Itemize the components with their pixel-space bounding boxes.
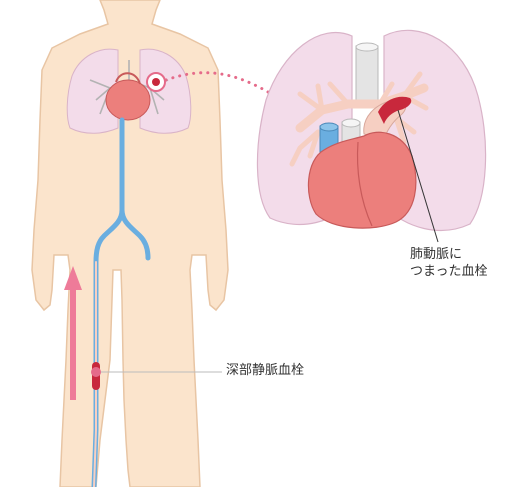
callout-dotted-line <box>164 71 270 94</box>
pe-label-line-2: つまった血栓 <box>410 264 488 279</box>
dvt-marker-dot <box>91 367 101 377</box>
leg-vein-inner <box>93 261 97 487</box>
pe-clot <box>378 96 412 124</box>
up-arrow-icon <box>64 266 82 400</box>
vein-system <box>91 117 151 487</box>
small-left-lung <box>66 48 119 134</box>
dvt-clot <box>91 362 222 390</box>
pe-label-line-1: 肺動脈に <box>410 247 463 262</box>
small-right-lung <box>139 48 192 134</box>
large-heart-body <box>307 131 417 229</box>
small-heart <box>105 72 151 121</box>
small-heart-vessel <box>115 72 141 85</box>
heart-septum <box>356 141 373 227</box>
small-lungs <box>66 48 192 134</box>
small-heart-body <box>105 79 151 121</box>
right-iliac-vein <box>119 207 151 261</box>
small-clot-marker <box>146 72 166 92</box>
pe-leader-line <box>397 109 439 243</box>
pulmonary-embolism-label: 肺動脈に つまった血栓 <box>410 246 487 280</box>
large-heart <box>307 131 417 229</box>
trachea <box>355 42 379 101</box>
deep-vein-thrombosis-label: 深部静脈血栓 <box>226 363 305 378</box>
